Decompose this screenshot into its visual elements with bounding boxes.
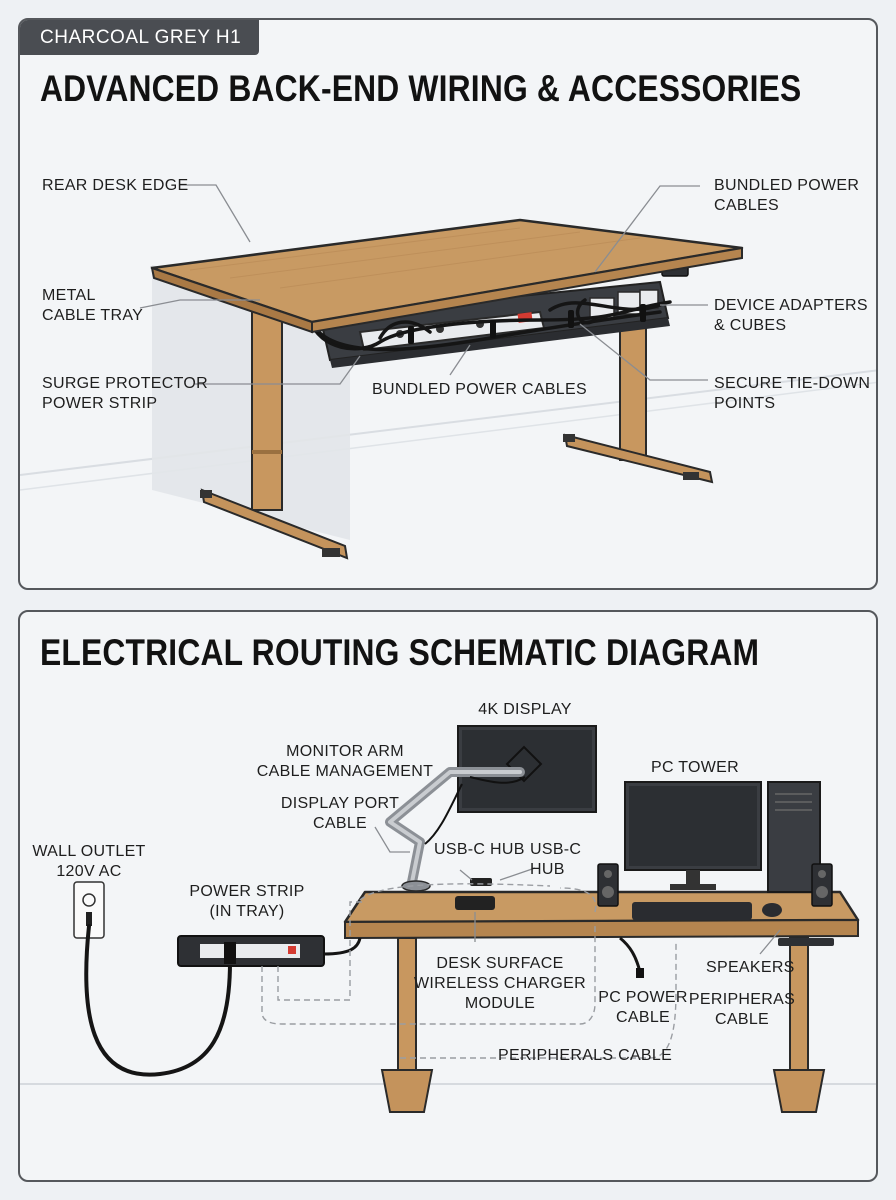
- label-peripherals-cable: PERIPHERALS CABLE: [498, 1046, 672, 1066]
- label-tie-down-points: SECURE TIE-DOWN POINTS: [714, 374, 870, 414]
- label-peripheras-cable: PERIPHERAS CABLE: [680, 990, 804, 1030]
- label-wireless-charger: DESK SURFACE WIRELESS CHARGER MODULE: [410, 954, 590, 1014]
- label-power-strip: POWER STRIP (IN TRAY): [172, 882, 322, 922]
- wireless-charger-module: [455, 896, 495, 910]
- label-speakers: SPEAKERS: [706, 958, 795, 978]
- label-bundled-cables-center: BUNDLED POWER CABLES: [372, 380, 587, 400]
- pc-power-cable: [620, 938, 640, 972]
- wiring-accessories-panel: CHARCOAL GREY H1 ADVANCED BACK-END WIRIN…: [18, 18, 878, 590]
- routing-schematic-panel: ELECTRICAL ROUTING SCHEMATIC DIAGRAM: [18, 610, 878, 1182]
- label-surge-protector: SURGE PROTECTOR POWER STRIP: [42, 374, 208, 414]
- routing-schematic-illustration: [20, 612, 878, 1182]
- label-wall-outlet: WALL OUTLET 120V AC: [24, 842, 154, 882]
- mouse: [762, 903, 782, 917]
- label-metal-cable-tray: METAL CABLE TRAY: [42, 286, 143, 326]
- pc-monitor: [625, 782, 761, 890]
- label-device-adapters: DEVICE ADAPTERS & CUBES: [714, 296, 868, 336]
- label-display-port-cable: DISPLAY PORT CABLE: [270, 794, 410, 834]
- label-rear-desk-edge: REAR DESK EDGE: [42, 176, 188, 196]
- label-usbc-hub-left: USB-C HUB: [434, 840, 525, 860]
- schematic-power-strip: [178, 936, 324, 966]
- label-bundled-cables-right: BUNDLED POWER CABLES: [714, 176, 859, 216]
- usb-c-hub: [470, 878, 492, 886]
- strip-to-desk-cable: [324, 938, 360, 954]
- desk-control-panel: [778, 938, 834, 946]
- label-usbc-hub-right: USB-C HUB: [530, 840, 581, 880]
- label-4k-display: 4K DISPLAY: [440, 700, 610, 720]
- keyboard: [632, 902, 752, 920]
- label-pc-tower: PC TOWER: [630, 758, 760, 778]
- label-monitor-arm: MONITOR ARM CABLE MANAGEMENT: [250, 742, 440, 782]
